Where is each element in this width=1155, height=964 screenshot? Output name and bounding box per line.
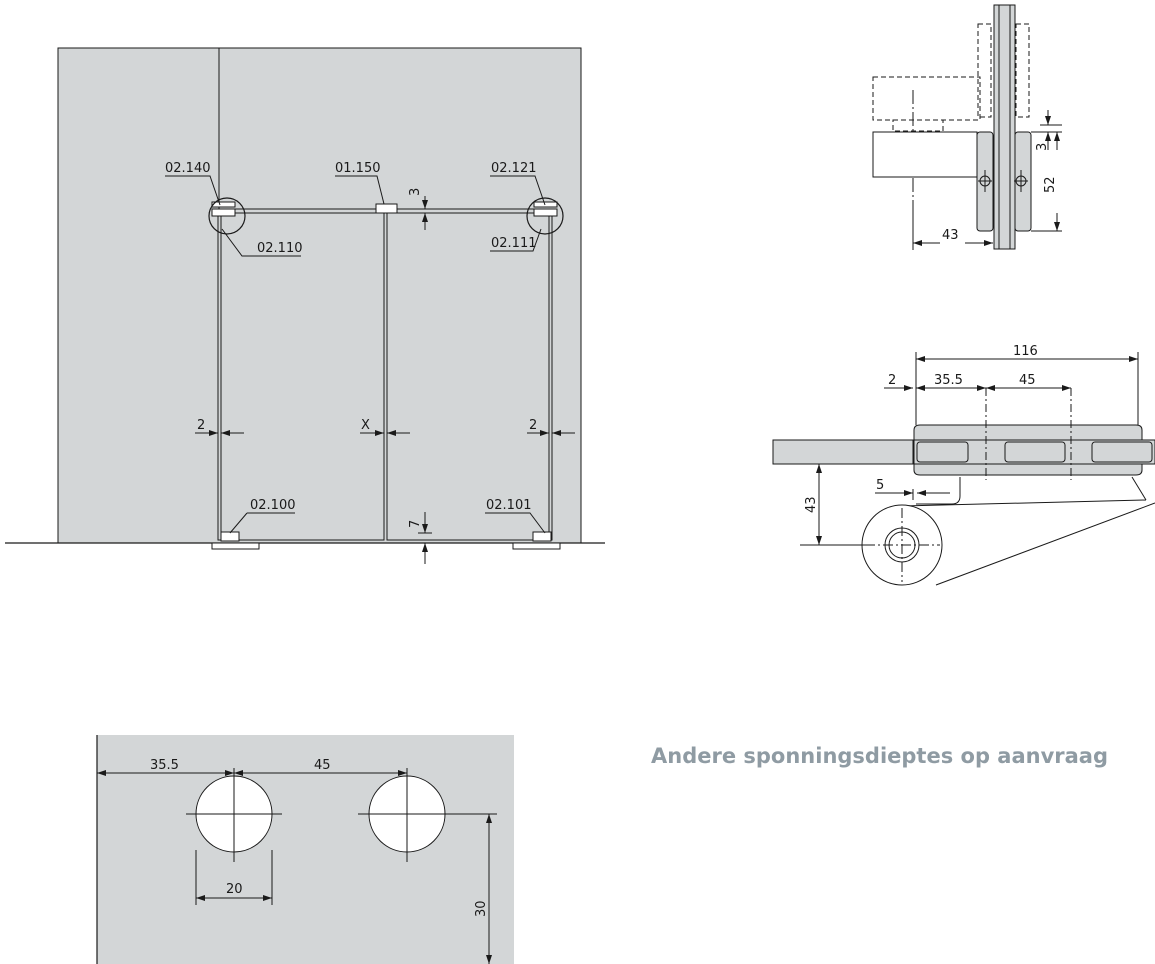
top-view	[772, 352, 1155, 586]
dim-label-pivot-depth: 43	[804, 496, 819, 513]
detail-circle-left	[208, 197, 246, 235]
top-view-glass	[772, 439, 914, 465]
part-label-hinge-left: 02.110	[257, 241, 303, 256]
side-view	[872, 4, 1062, 250]
cutout-view	[96, 735, 514, 964]
dim-label-offset: 5	[876, 478, 884, 493]
cutout-view-labels: 35.5 45 20 30	[150, 758, 489, 917]
center-fitting	[375, 203, 398, 214]
part-label-hinge-right: 02.111	[491, 236, 537, 251]
dim-label-overall: 116	[1013, 344, 1038, 359]
part-label-bottom-left: 02.100	[250, 498, 296, 513]
dim-label-top-gap-2: 2	[888, 373, 896, 388]
dim-label-cutout-spacing: 45	[314, 758, 331, 773]
front-view-labels: 02.140 01.150 02.121 02.110 02.111 02.10…	[165, 161, 537, 528]
dim-label-side-depth: 43	[942, 228, 959, 243]
dim-label-hole-spacing: 45	[1019, 373, 1036, 388]
dim-label-bottom-gap: 7	[408, 520, 423, 528]
dim-label-side-gap: 3	[1035, 143, 1050, 151]
dim-label-center-gap: X	[361, 418, 370, 433]
dim-label-cutout-first-hole: 35.5	[150, 758, 179, 773]
dim-label-left-gap: 2	[197, 418, 205, 433]
floor-plate-right	[512, 542, 561, 550]
note-text: Andere sponningsdieptes op aanvraag	[651, 744, 1109, 768]
part-label-top-center: 01.150	[335, 161, 381, 176]
top-view-labels: 116 2 35.5 45 5 43	[804, 344, 1038, 513]
dim-label-right-gap: 2	[529, 418, 537, 433]
part-label-top-right: 02.121	[491, 161, 537, 176]
dim-label-top-gap: 3	[408, 188, 423, 196]
door-leaf-right	[386, 212, 553, 541]
dim-label-side-height: 52	[1043, 176, 1058, 193]
front-view	[5, 47, 605, 564]
dim-label-first-hole: 35.5	[934, 373, 963, 388]
detail-circle-right	[526, 197, 564, 235]
door-leaf-left	[217, 212, 385, 541]
dim-label-hole-diameter: 20	[226, 882, 243, 897]
floor-plate-left	[211, 542, 260, 550]
side-glass	[993, 4, 1016, 250]
part-label-bottom-right: 02.101	[486, 498, 532, 513]
dim-label-cutout-height: 30	[474, 900, 489, 917]
side-view-labels: 3 52 43	[942, 143, 1058, 243]
part-label-top-left: 02.140	[165, 161, 211, 176]
